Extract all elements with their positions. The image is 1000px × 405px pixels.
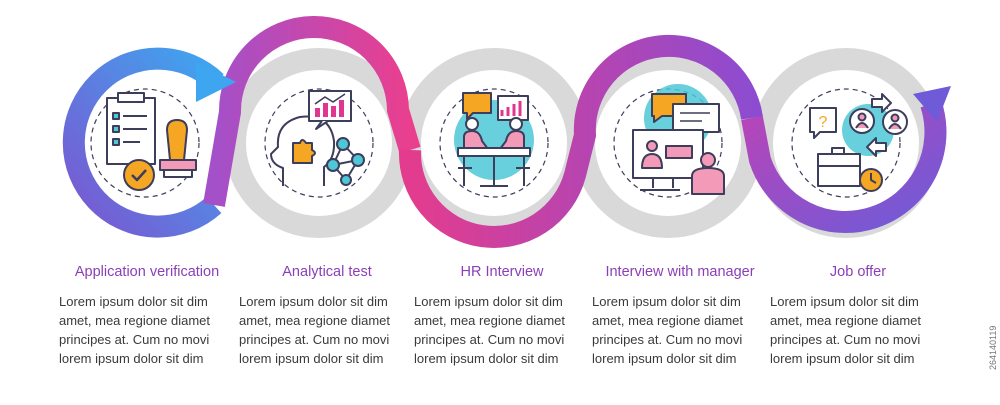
meeting-table-icon [439, 88, 549, 198]
step-application-verification: Application verification Lorem ipsum dol… [59, 262, 235, 368]
ring-segment-4 [741, 100, 947, 233]
step-analytical-test: Analytical test Lorem ipsum dolor sit di… [239, 262, 415, 368]
head-puzzle-chart-icon [264, 88, 374, 198]
video-call-icon [613, 84, 725, 198]
step-description: Lorem ipsum dolor sit dim amet, mea regi… [770, 294, 922, 366]
step-title: Job offer [829, 264, 887, 280]
step-interview-with-manager: Interview with manager Lorem ipsum dolor… [592, 262, 768, 368]
end-arrow-icon [913, 86, 951, 122]
step-title: HR Interview [460, 264, 544, 280]
step-title: Application verification [74, 264, 220, 280]
clipboard-stamp-icon [90, 88, 200, 198]
step-title: Analytical test [282, 264, 372, 280]
step-title: Interview with manager [605, 264, 755, 280]
step-job-offer: Job offer Lorem ipsum dolor sit dim amet… [770, 262, 946, 368]
start-arrow-icon [196, 62, 236, 102]
ring-segment-1 [62, 47, 224, 238]
image-code: 264140119 [988, 325, 998, 370]
briefcase-clock-icon: ? [791, 88, 908, 198]
ring-segment-2 [203, 16, 421, 207]
step-description: Lorem ipsum dolor sit dim amet, mea regi… [59, 294, 211, 366]
step-description: Lorem ipsum dolor sit dim amet, mea regi… [592, 294, 744, 366]
step-description: Lorem ipsum dolor sit dim amet, mea regi… [414, 294, 566, 366]
ring-segment-3 [398, 34, 763, 248]
step-description: Lorem ipsum dolor sit dim amet, mea regi… [239, 294, 391, 366]
svg-text:?: ? [819, 114, 828, 131]
step-hr-interview: HR Interview Lorem ipsum dolor sit dim a… [414, 262, 590, 368]
